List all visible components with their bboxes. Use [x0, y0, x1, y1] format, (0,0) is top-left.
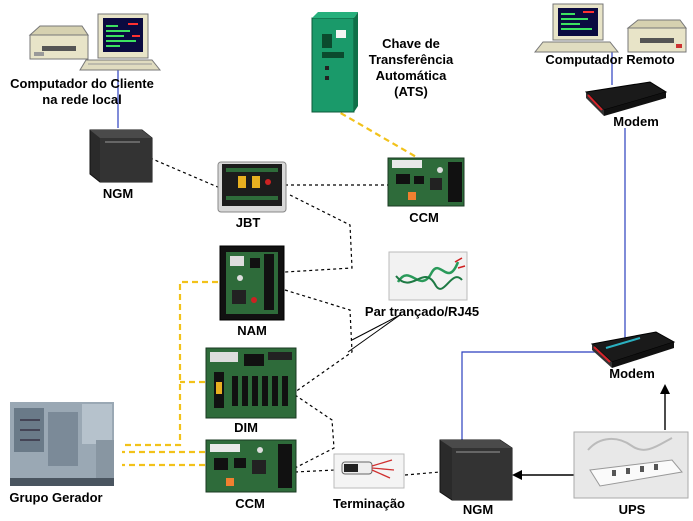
dim-board [205, 347, 297, 419]
link-nam-dim [284, 289, 353, 393]
link-jbt-nam [284, 194, 353, 273]
label-client-pc-line1: Computador do Cliente [10, 76, 154, 91]
label-remote-pc: Computador Remoto [545, 52, 674, 67]
link-ats-ccm [331, 107, 419, 159]
link-ccm-termination [294, 469, 336, 473]
label-modem-bottom: Modem [609, 366, 655, 381]
ngm-bottom-device [439, 439, 513, 501]
connections [117, 50, 670, 480]
ngm-top-device [89, 129, 153, 183]
client-computer [28, 13, 162, 71]
label-nam: NAM [237, 323, 267, 338]
label-ccm-top: CCM [409, 210, 439, 225]
label-ups: UPS [619, 502, 646, 517]
ccm-top-board [387, 157, 465, 207]
ups-unit [573, 431, 689, 499]
twisted-pair-cable [388, 251, 468, 301]
link-ngm-jbt [149, 157, 221, 189]
label-ats-line4: (ATS) [394, 84, 428, 99]
nam-board [219, 245, 285, 321]
label-ngm-bottom: NGM [463, 502, 493, 517]
jbt-board [217, 161, 287, 213]
ccm-bottom-board [205, 439, 297, 493]
label-termination: Terminação [333, 496, 405, 511]
label-client-pc-line2: na rede local [42, 92, 121, 107]
pointer-twisted-pair-2 [351, 314, 401, 341]
link-generator-nam [122, 280, 218, 447]
arrow-ups-ngm [512, 470, 522, 480]
label-ngm-top: NGM [103, 186, 133, 201]
label-ats-line2: Transferência [369, 52, 454, 67]
generator-set [10, 402, 114, 486]
label-dim: DIM [234, 420, 258, 435]
label-twisted-pair: Par trançado/RJ45 [365, 304, 479, 319]
label-modem-top: Modem [613, 114, 659, 129]
label-ats-line1: Chave de [382, 36, 440, 51]
pointer-twisted-pair-1 [347, 314, 401, 353]
termination-resistor [333, 453, 405, 489]
label-jbt: JBT [236, 215, 261, 230]
label-ats-line3: Automática [376, 68, 448, 83]
link-modem-ngm [461, 351, 598, 440]
link-dim-ccm [294, 394, 335, 469]
link-termination-ngm [404, 471, 441, 476]
ats-cabinet [311, 12, 358, 113]
modem-bottom-device [590, 331, 676, 368]
remote-computer [533, 3, 687, 53]
modem-top-device [584, 81, 668, 116]
arrow-ups-modem [660, 384, 670, 394]
label-ccm-bottom: CCM [235, 496, 265, 511]
label-generator: Grupo Gerador [9, 490, 102, 505]
